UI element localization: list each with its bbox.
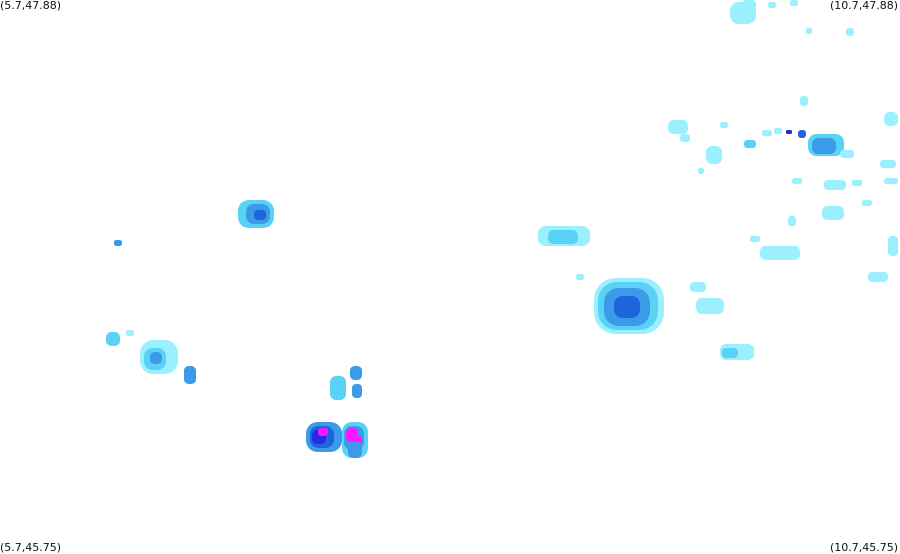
precip-cell-very-light [696, 298, 724, 314]
precip-cell-very-light [788, 216, 796, 226]
precip-cell-light [106, 332, 120, 346]
precip-cell-extreme [318, 428, 328, 436]
precip-cell-very-light [852, 180, 862, 186]
precip-cell-very-light [774, 128, 782, 134]
corner-label-top-right: (10.7,47.88) [829, 0, 898, 12]
precip-cell-very-light [880, 160, 896, 168]
precip-cell-very-light [762, 130, 772, 136]
precip-cell-very-light [862, 200, 872, 206]
precip-cell-very-light [792, 178, 802, 184]
precip-cell-moderate [352, 384, 362, 398]
precip-cell-moderate [150, 352, 162, 364]
precip-cell-moderate [348, 442, 362, 458]
precip-cell-light [722, 348, 738, 358]
precip-cell-light [330, 376, 346, 400]
precip-cell-very-light [680, 134, 690, 142]
precip-cell-strong [254, 210, 266, 220]
precip-cell-very-light [742, 0, 756, 10]
precip-cell-very-light [768, 2, 776, 8]
precip-cell-very-light [720, 122, 728, 128]
precip-cell-very-light [824, 180, 846, 190]
precip-cell-strong [614, 296, 640, 318]
precip-cell-moderate [812, 138, 836, 154]
precip-cell-very-light [800, 96, 808, 106]
precip-cell-moderate [114, 240, 122, 246]
precip-cell-very-light [806, 28, 812, 34]
corner-label-bottom-right: (10.7,45.75) [829, 541, 898, 554]
precip-cell-very-light [576, 274, 584, 280]
precip-cell-moderate [184, 366, 196, 384]
precip-cell-very-light [884, 178, 898, 184]
precip-cell-very-light [698, 168, 704, 174]
precip-cell-very-light [706, 146, 722, 164]
precip-cell-very-light [822, 206, 844, 220]
precip-cell-very-light [750, 236, 760, 242]
corner-label-top-left: (5.7,47.88) [0, 0, 62, 12]
precip-cell-very-light [760, 246, 800, 260]
precip-cell-very-light [884, 112, 898, 126]
precip-cell-very-light [868, 272, 888, 282]
precip-cell-very-light [126, 330, 134, 336]
precip-cell-strong [798, 130, 806, 138]
precip-cell-very-light [690, 282, 706, 292]
precip-cell-light [548, 230, 578, 244]
precip-cell-light [744, 140, 756, 148]
precip-cell-very-light [840, 150, 854, 158]
precip-cell-very-light [790, 0, 798, 6]
precipitation-cells [106, 0, 898, 458]
precip-cell-very-light [668, 120, 688, 134]
corner-label-bottom-left: (5.7,45.75) [0, 541, 62, 554]
precip-cell-heavy [786, 130, 792, 134]
precip-cell-moderate [350, 366, 362, 380]
precip-cell-very-light [846, 28, 854, 36]
precip-cell-very-light [888, 236, 898, 256]
